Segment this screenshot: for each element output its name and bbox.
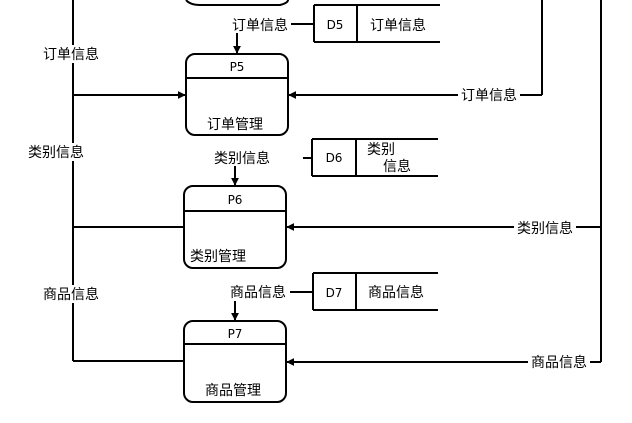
store-name-d6-line1: 类别 xyxy=(367,142,395,158)
data-store-d7: D7 商品信息 xyxy=(312,272,438,311)
flow-label-category-right: 类别信息 xyxy=(517,220,573,237)
process-id-p5: P5 xyxy=(230,60,245,74)
process-p5: P5 订单管理 xyxy=(185,53,289,136)
store-id-d6: D6 xyxy=(326,151,343,165)
store-name-d7: 商品信息 xyxy=(368,284,424,301)
process-p6: P6 类别管理 xyxy=(183,185,287,269)
flow-label-category-store: 类别信息 xyxy=(214,150,270,167)
flow-label-order-left: 订单信息 xyxy=(43,46,99,63)
process-name-p5: 订单管理 xyxy=(207,117,263,133)
flow-label-order-right: 订单信息 xyxy=(461,87,517,104)
store-name-d5: 订单信息 xyxy=(370,17,426,34)
flow-label-order-store: 订单信息 xyxy=(232,17,288,34)
data-store-d5: D5 订单信息 xyxy=(313,4,440,43)
flow-label-product-right: 商品信息 xyxy=(531,354,587,371)
process-name-p7: 商品管理 xyxy=(205,383,261,399)
flow-label-product-left: 商品信息 xyxy=(43,286,99,303)
store-name-d6-line2: 信息 xyxy=(383,158,411,175)
process-id-p7: P7 xyxy=(228,327,243,341)
data-store-d6: D6 类别 信息 xyxy=(311,138,438,177)
flow-label-category-left: 类别信息 xyxy=(28,144,84,161)
store-id-d7: D7 xyxy=(326,286,343,300)
process-p7: P7 商品管理 xyxy=(183,320,287,403)
previous-process-box-bottom xyxy=(185,0,289,6)
flow-label-product-store: 商品信息 xyxy=(230,284,286,301)
process-id-p6: P6 xyxy=(228,193,243,207)
store-id-d5: D5 xyxy=(327,18,344,32)
process-name-p6: 类别管理 xyxy=(190,249,246,265)
